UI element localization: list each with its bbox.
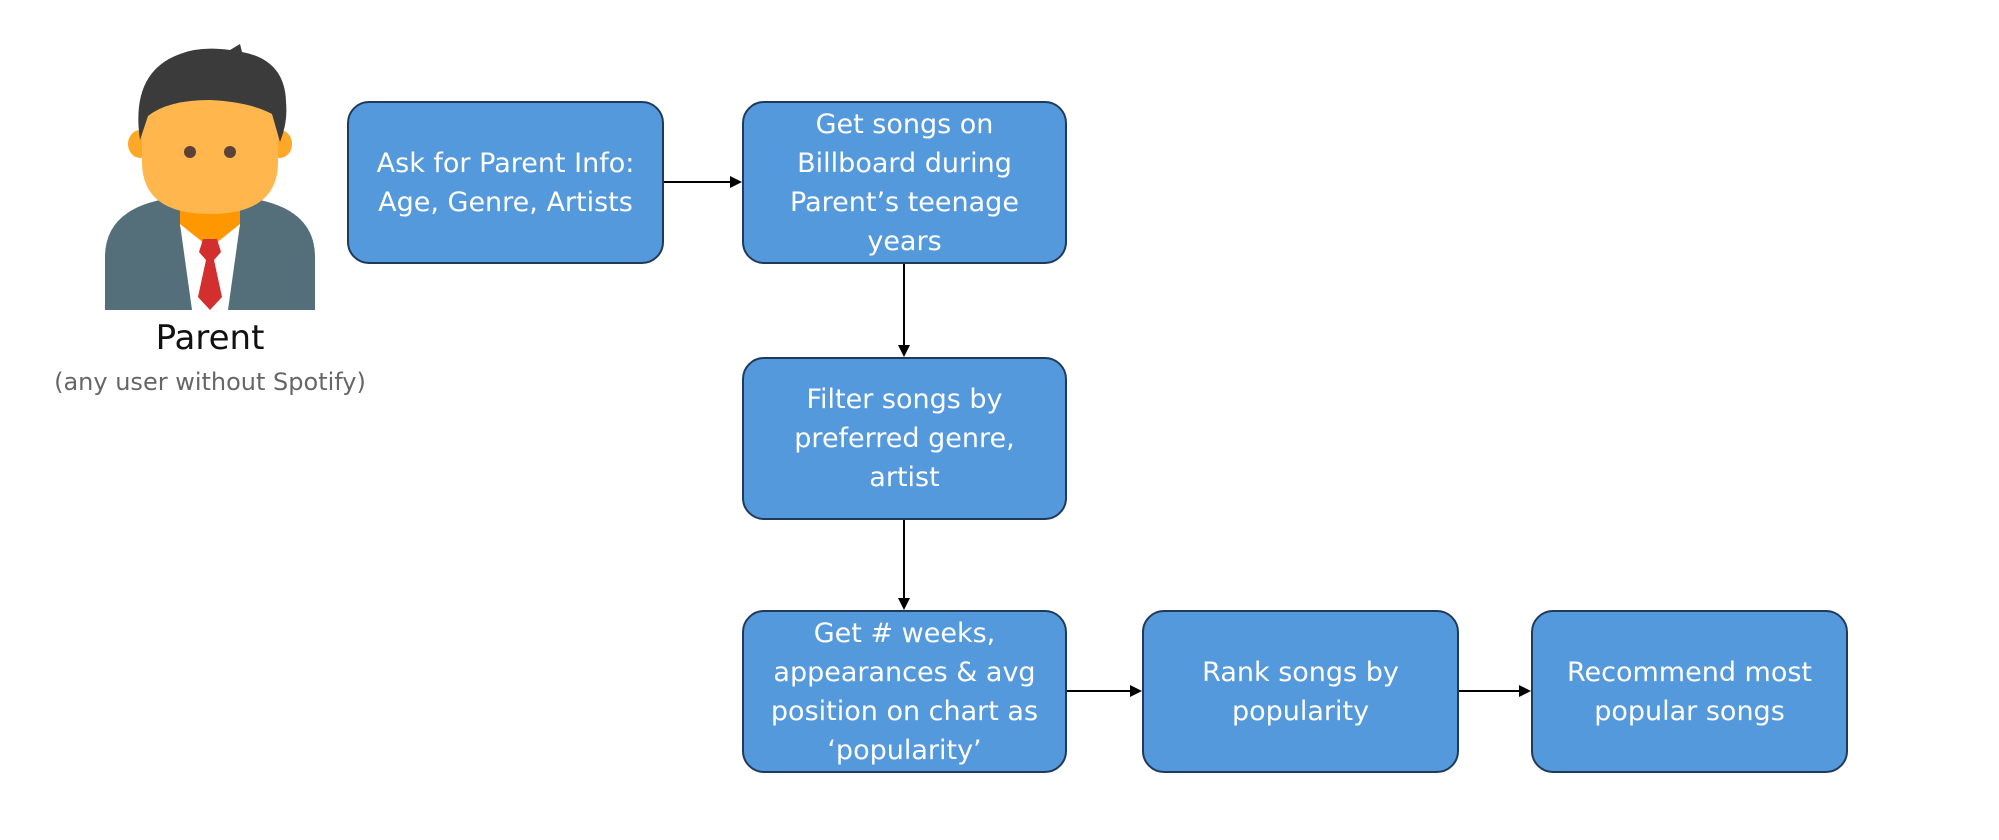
avatar-right-eye xyxy=(224,146,236,158)
step-recommend-songs: Recommend most popular songs xyxy=(1531,610,1848,773)
step-label: Get songs on Billboard during Parent’s t… xyxy=(790,108,1019,257)
step-get-billboard-songs: Get songs on Billboard during Parent’s t… xyxy=(742,101,1067,264)
person-avatar-icon xyxy=(105,44,315,310)
step-label: Filter songs by preferred genre, artist xyxy=(794,384,1015,493)
step-rank-songs: Rank songs by popularity xyxy=(1142,610,1459,773)
avatar-face xyxy=(142,82,278,214)
avatar-left-eye xyxy=(184,146,196,158)
actor-subtitle: (any user without Spotify) xyxy=(54,368,366,396)
avatar-hair xyxy=(138,44,287,142)
step-label: Get # weeks, appearances & avg position … xyxy=(770,617,1039,766)
avatar-tie xyxy=(198,239,222,310)
step-label: Ask for Parent Info: Age, Genre, Artists xyxy=(376,147,635,218)
actor-name: Parent xyxy=(155,318,265,358)
step-label: Rank songs by popularity xyxy=(1202,656,1399,727)
step-filter-songs: Filter songs by preferred genre, artist xyxy=(742,357,1067,520)
step-compute-popularity: Get # weeks, appearances & avg position … xyxy=(742,610,1067,773)
step-label: Recommend most popular songs xyxy=(1566,656,1813,727)
step-ask-parent-info: Ask for Parent Info: Age, Genre, Artists xyxy=(347,101,664,264)
